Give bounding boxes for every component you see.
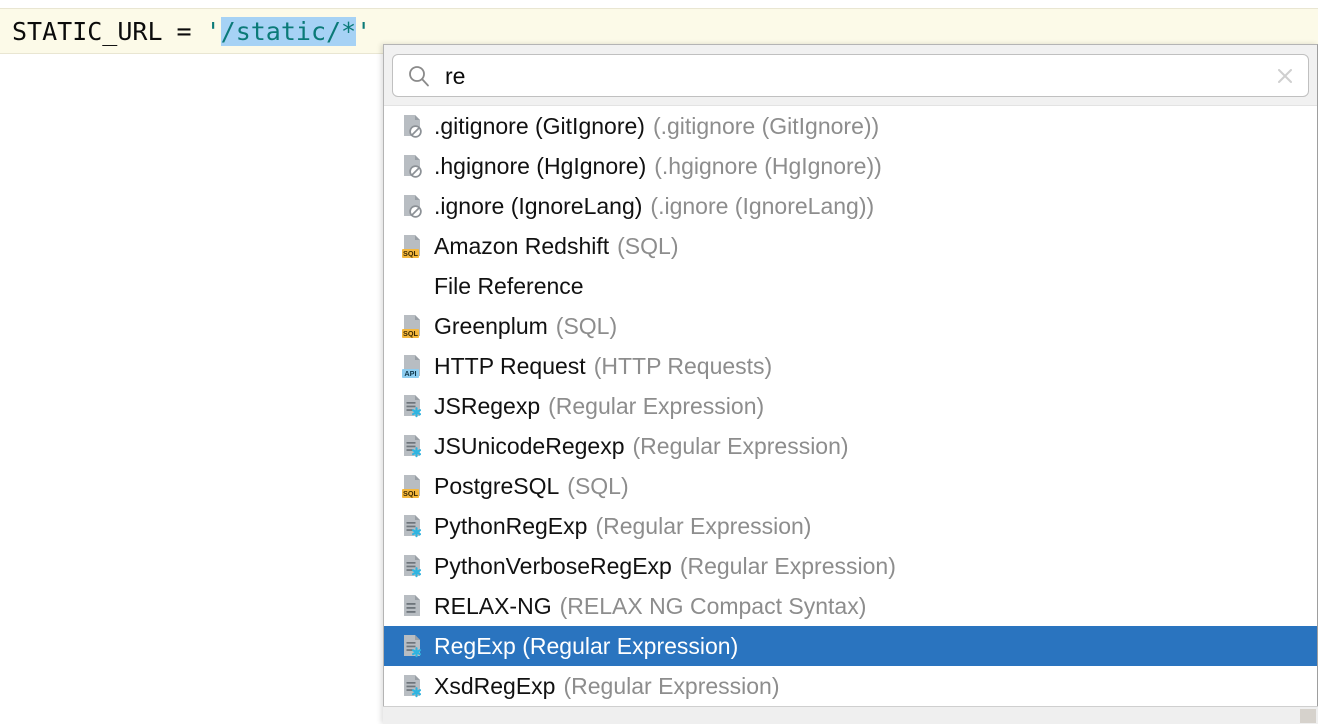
file-ignore-icon [401,194,423,218]
list-item[interactable]: RELAX-NG (RELAX NG Compact Syntax) [384,586,1317,626]
list-item[interactable]: SQL Amazon Redshift (SQL) [384,226,1317,266]
list-item-label: HTTP Request [434,353,586,379]
list-item-label: JSUnicodeRegexp [434,433,625,459]
list-item-label: .ignore (IgnoreLang) [434,193,643,219]
close-icon[interactable] [1274,65,1296,87]
list-item-label: .gitignore (GitIgnore) [434,113,645,139]
list-item[interactable]: File Reference [384,266,1317,306]
list-item-sublabel: (Regular Expression) [595,513,812,539]
svg-text:SQL: SQL [403,489,419,498]
list-item-sublabel: (.ignore (IgnoreLang)) [650,193,875,219]
list-item-label: PythonVerboseRegExp [434,553,672,579]
file-regexp-icon [401,554,423,578]
file-sql-icon: SQL [401,234,423,258]
svg-text:SQL: SQL [403,329,419,338]
file-sql-icon: SQL [401,474,423,498]
list-item-sublabel: (.gitignore (GitIgnore)) [652,113,880,139]
file-regexp-icon [401,514,423,538]
list-item-label: RegExp (Regular Expression) [434,633,739,659]
list-item-sublabel: (SQL) [617,233,679,259]
list-item[interactable]: .gitignore (GitIgnore) (.gitignore (GitIg… [384,106,1317,146]
resize-grip[interactable] [1300,709,1316,723]
list-item-sublabel: (RELAX NG Compact Syntax) [559,593,867,619]
list-item[interactable]: .hgignore (HgIgnore) (.hgignore (HgIgnore… [384,146,1317,186]
list-item[interactable]: JSRegexp (Regular Expression) [384,386,1317,426]
file-regexp-icon [401,674,423,698]
list-item-label: PythonRegExp [434,513,588,539]
list-item[interactable]: XsdRegExp (Regular Expression) [384,666,1317,706]
language-injection-popup[interactable]: re .gitignore (GitIgnore) (.gitignore (Gi… [383,44,1318,724]
list-item-label: PostgreSQL [434,473,560,499]
editor-current-line[interactable]: STATIC_URL = '/static/*' [0,8,1318,54]
list-item-sublabel: (Regular Expression) [548,393,765,419]
list-item-sublabel: (Regular Expression) [679,553,896,579]
file-ignore-icon [401,154,423,178]
list-item-label: File Reference [434,273,584,299]
svg-text:API: API [404,369,416,378]
no-icon [401,274,423,298]
list-item-sublabel: (SQL) [567,473,629,499]
list-item-sublabel: (SQL) [555,313,618,339]
file-regexp-icon [401,394,423,418]
list-item-sublabel: (.hgignore (HgIgnore)) [654,153,882,179]
code-quote-open: ' [205,16,221,46]
code-selected-string[interactable]: /static/* [220,16,357,46]
file-plain-icon [401,594,423,618]
search-icon [407,64,431,88]
file-api-icon: API [401,354,423,378]
code-quote-close: ' [356,16,372,46]
list-item-sublabel: (Regular Expression) [632,433,849,459]
search-bar: re [384,45,1317,106]
file-ignore-icon [401,114,423,138]
list-item[interactable]: SQL Greenplum (SQL) [384,306,1317,346]
list-item-sublabel: (Regular Expression) [563,673,780,699]
file-regexp-icon [401,434,423,458]
code-operator: = [176,16,192,46]
search-field[interactable]: re [392,54,1309,97]
file-regexp-icon [401,634,423,658]
list-item[interactable]: SQL PostgreSQL (SQL) [384,466,1317,506]
list-item-label: XsdRegExp [434,673,556,699]
list-item[interactable]: RegExp (Regular Expression) [384,626,1317,666]
list-item[interactable]: .ignore (IgnoreLang) (.ignore (IgnoreLang… [384,186,1317,226]
list-item[interactable]: JSUnicodeRegexp (Regular Expression) [384,426,1317,466]
popup-bottom-bar [383,706,1318,724]
list-item[interactable]: PythonVerboseRegExp (Regular Expression) [384,546,1317,586]
file-sql-icon: SQL [401,314,423,338]
list-item[interactable]: API HTTP Request (HTTP Requests) [384,346,1317,386]
list-item-label: Greenplum [434,313,548,339]
list-item-label: JSRegexp [434,393,541,419]
list-item-label: RELAX-NG [434,593,552,619]
code-identifier: STATIC_URL [12,16,163,46]
list-item[interactable]: PythonRegExp (Regular Expression) [384,506,1317,546]
svg-text:SQL: SQL [403,249,419,258]
list-item-label: Amazon Redshift [434,233,610,259]
list-item-label: .hgignore (HgIgnore) [434,153,647,179]
list-item-sublabel: (HTTP Requests) [593,353,773,379]
search-input[interactable]: re [445,62,466,89]
injection-language-list[interactable]: .gitignore (GitIgnore) (.gitignore (GitIg… [384,106,1317,723]
